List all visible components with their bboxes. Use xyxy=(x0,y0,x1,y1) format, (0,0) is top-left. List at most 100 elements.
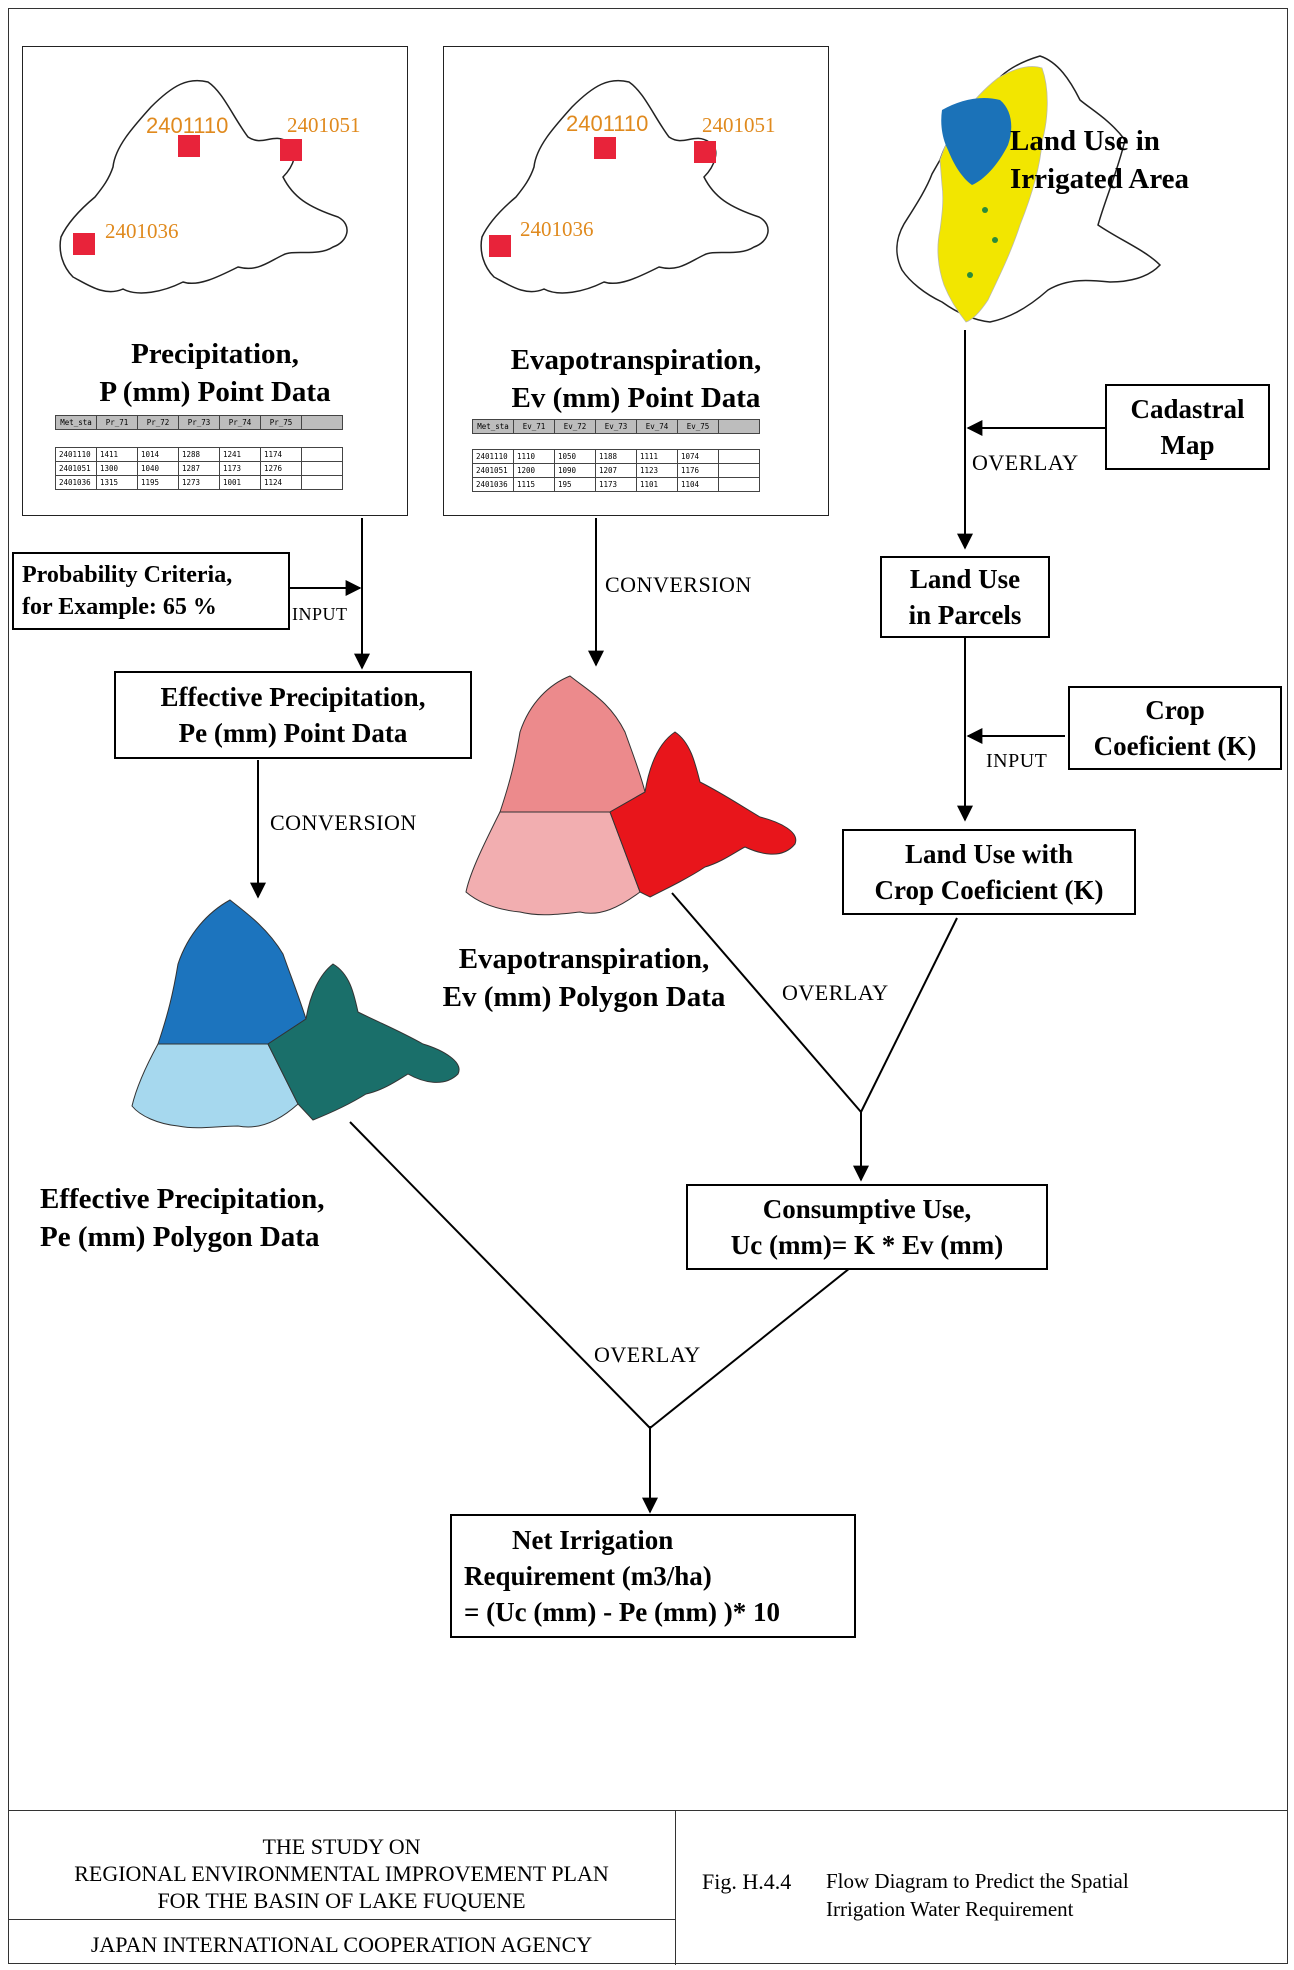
precipitation-panel: 2401110 2401051 2401036 Precipitation, P… xyxy=(22,46,408,516)
net-irrigation-line2: Requirement (m3/ha) xyxy=(464,1561,712,1591)
table-row: 2401036 1315 1195 1273 1001 1124 xyxy=(55,475,343,490)
cell: 1174 xyxy=(260,447,302,462)
evapo-title-line1: Evapotranspiration, xyxy=(510,344,762,376)
cell: 2401036 xyxy=(55,475,97,490)
th: Pr_72 xyxy=(137,415,179,430)
th: Pr_75 xyxy=(260,415,302,430)
cell: 1110 xyxy=(513,449,555,464)
cell: 1173 xyxy=(595,477,637,492)
landuse-parcels-line2: in Parcels xyxy=(908,600,1022,630)
effective-point-line2: Pe (mm) Point Data xyxy=(178,718,408,748)
basin-map-evapo xyxy=(480,79,769,294)
th: Met_sta xyxy=(472,419,514,434)
station-label-2401036: 2401036 xyxy=(520,217,594,241)
figure-title-line1: Flow Diagram to Predict the Spatial xyxy=(826,1869,1129,1893)
th: Ev_72 xyxy=(554,419,596,434)
th-empty xyxy=(301,415,343,430)
landuse-crop-line1: Land Use with xyxy=(904,839,1074,869)
station-marker-2401110 xyxy=(178,135,200,157)
figure-title: Flow Diagram to Predict the Spatial Irri… xyxy=(826,1867,1129,1923)
effective-polygon-map xyxy=(131,899,460,1129)
line-effective-polygon-to-join xyxy=(349,1121,651,1429)
line-evapo-polygon-to-join xyxy=(671,892,862,1113)
precip-table: 2401110 1411 1014 1288 1241 1174 2401051… xyxy=(55,447,343,490)
landuse-parcels-line1: Land Use xyxy=(909,564,1021,594)
cadastral-line2: Map xyxy=(1160,430,1215,460)
cell: 1276 xyxy=(260,461,302,476)
footer-divider-vertical xyxy=(675,1811,676,1965)
evapo-polygon-line2: Ev (mm) Polygon Data xyxy=(442,981,726,1013)
evapo-polygon-map xyxy=(465,675,797,916)
cell: 2401051 xyxy=(472,463,514,478)
input-label-crop: INPUT xyxy=(986,750,1048,772)
landuse-crop-box: Land Use with Crop Coeficient (K) xyxy=(842,829,1136,915)
probability-criteria-box: Probability Criteria, for Example: 65 % xyxy=(12,552,290,630)
th: Pr_74 xyxy=(219,415,261,430)
footer-block: THE STUDY ON REGIONAL ENVIRONMENTAL IMPR… xyxy=(8,1810,1288,1965)
precip-title-line2: P (mm) Point Data xyxy=(99,376,331,408)
cell: 1074 xyxy=(677,449,719,464)
landuse-title-line2: Irrigated Area xyxy=(1010,163,1190,195)
cell: 1287 xyxy=(178,461,220,476)
cell: 1288 xyxy=(178,447,220,462)
cadastral-map-box: Cadastral Map xyxy=(1105,384,1270,470)
precip-title: Precipitation, P (mm) Point Data xyxy=(23,335,407,411)
crop-coefficient-box: Crop Coeficient (K) xyxy=(1068,686,1282,770)
cell: 1104 xyxy=(677,477,719,492)
th: Ev_73 xyxy=(595,419,637,434)
cell: 1124 xyxy=(260,475,302,490)
table-row: 2401110 1110 1050 1188 1111 1074 xyxy=(472,449,760,464)
study-line2: REGIONAL ENVIRONMENTAL IMPROVEMENT PLAN xyxy=(74,1861,609,1886)
figure-title-line2: Irrigation Water Requirement xyxy=(826,1897,1074,1921)
cell: 1001 xyxy=(219,475,261,490)
input-label: INPUT xyxy=(292,604,348,624)
conversion-label-evapo: CONVERSION xyxy=(605,572,752,597)
effective-precipitation-point-box: Effective Precipitation, Pe (mm) Point D… xyxy=(114,671,472,759)
line-landuse-crop-to-join xyxy=(860,917,958,1113)
net-irrigation-line3: = (Uc (mm) - Pe (mm) )* 10 xyxy=(464,1597,780,1627)
basin-map-precip xyxy=(59,79,348,294)
agency-name: JAPAN INTERNATIONAL COOPERATION AGENCY xyxy=(90,1932,593,1957)
table-row: 2401051 1200 1090 1207 1123 1176 xyxy=(472,463,760,478)
evapo-polygon-line1: Evapotranspiration, xyxy=(458,943,710,975)
cell-empty xyxy=(718,449,760,464)
cell: 1014 xyxy=(137,447,179,462)
cell: 1040 xyxy=(137,461,179,476)
cell: 1090 xyxy=(554,463,596,478)
landuse-title: Land Use in Irrigated Area xyxy=(1010,122,1240,198)
cell-empty xyxy=(301,475,343,490)
cadastral-line1: Cadastral xyxy=(1130,394,1245,424)
net-irrigation-box: Net Irrigation Requirement (m3/ha) = (Uc… xyxy=(450,1514,856,1638)
cell: 1173 xyxy=(219,461,261,476)
line-consumptive-to-join xyxy=(649,1267,851,1429)
evapo-polygon-label: Evapotranspiration, Ev (mm) Polygon Data xyxy=(394,940,774,1016)
th: Pr_71 xyxy=(96,415,138,430)
th: Pr_73 xyxy=(178,415,220,430)
th: Met_sta xyxy=(55,415,97,430)
overlay-label-cadastral: OVERLAY xyxy=(972,450,1079,475)
table-row: 2401110 1411 1014 1288 1241 1174 xyxy=(55,447,343,462)
cell: 1241 xyxy=(219,447,261,462)
probability-line1: Probability Criteria, xyxy=(22,562,233,588)
overlay-label-bottom: OVERLAY xyxy=(594,1342,701,1367)
net-irrigation-line1: Net Irrigation xyxy=(512,1525,674,1555)
cell-empty xyxy=(301,461,343,476)
th: Ev_74 xyxy=(636,419,678,434)
cell: 1101 xyxy=(636,477,678,492)
evapo-table-header: Met_sta Ev_71 Ev_72 Ev_73 Ev_74 Ev_75 xyxy=(472,419,760,434)
cell-empty xyxy=(718,477,760,492)
th-empty xyxy=(718,419,760,434)
cell: 1207 xyxy=(595,463,637,478)
probability-line2: for Example: 65 % xyxy=(22,594,217,620)
page-frame xyxy=(8,8,1288,1964)
cell: 2401110 xyxy=(55,447,97,462)
evapo-table: 2401110 1110 1050 1188 1111 1074 2401051… xyxy=(472,449,760,492)
cell: 1115 xyxy=(513,477,555,492)
precip-table-header: Met_sta Pr_71 Pr_72 Pr_73 Pr_74 Pr_75 xyxy=(55,415,343,430)
cell: 195 xyxy=(554,477,596,492)
crop-coef-line1: Crop xyxy=(1145,695,1205,725)
crop-coef-line2: Coeficient (K) xyxy=(1093,731,1257,761)
cell: 1123 xyxy=(636,463,678,478)
cell-empty xyxy=(718,463,760,478)
